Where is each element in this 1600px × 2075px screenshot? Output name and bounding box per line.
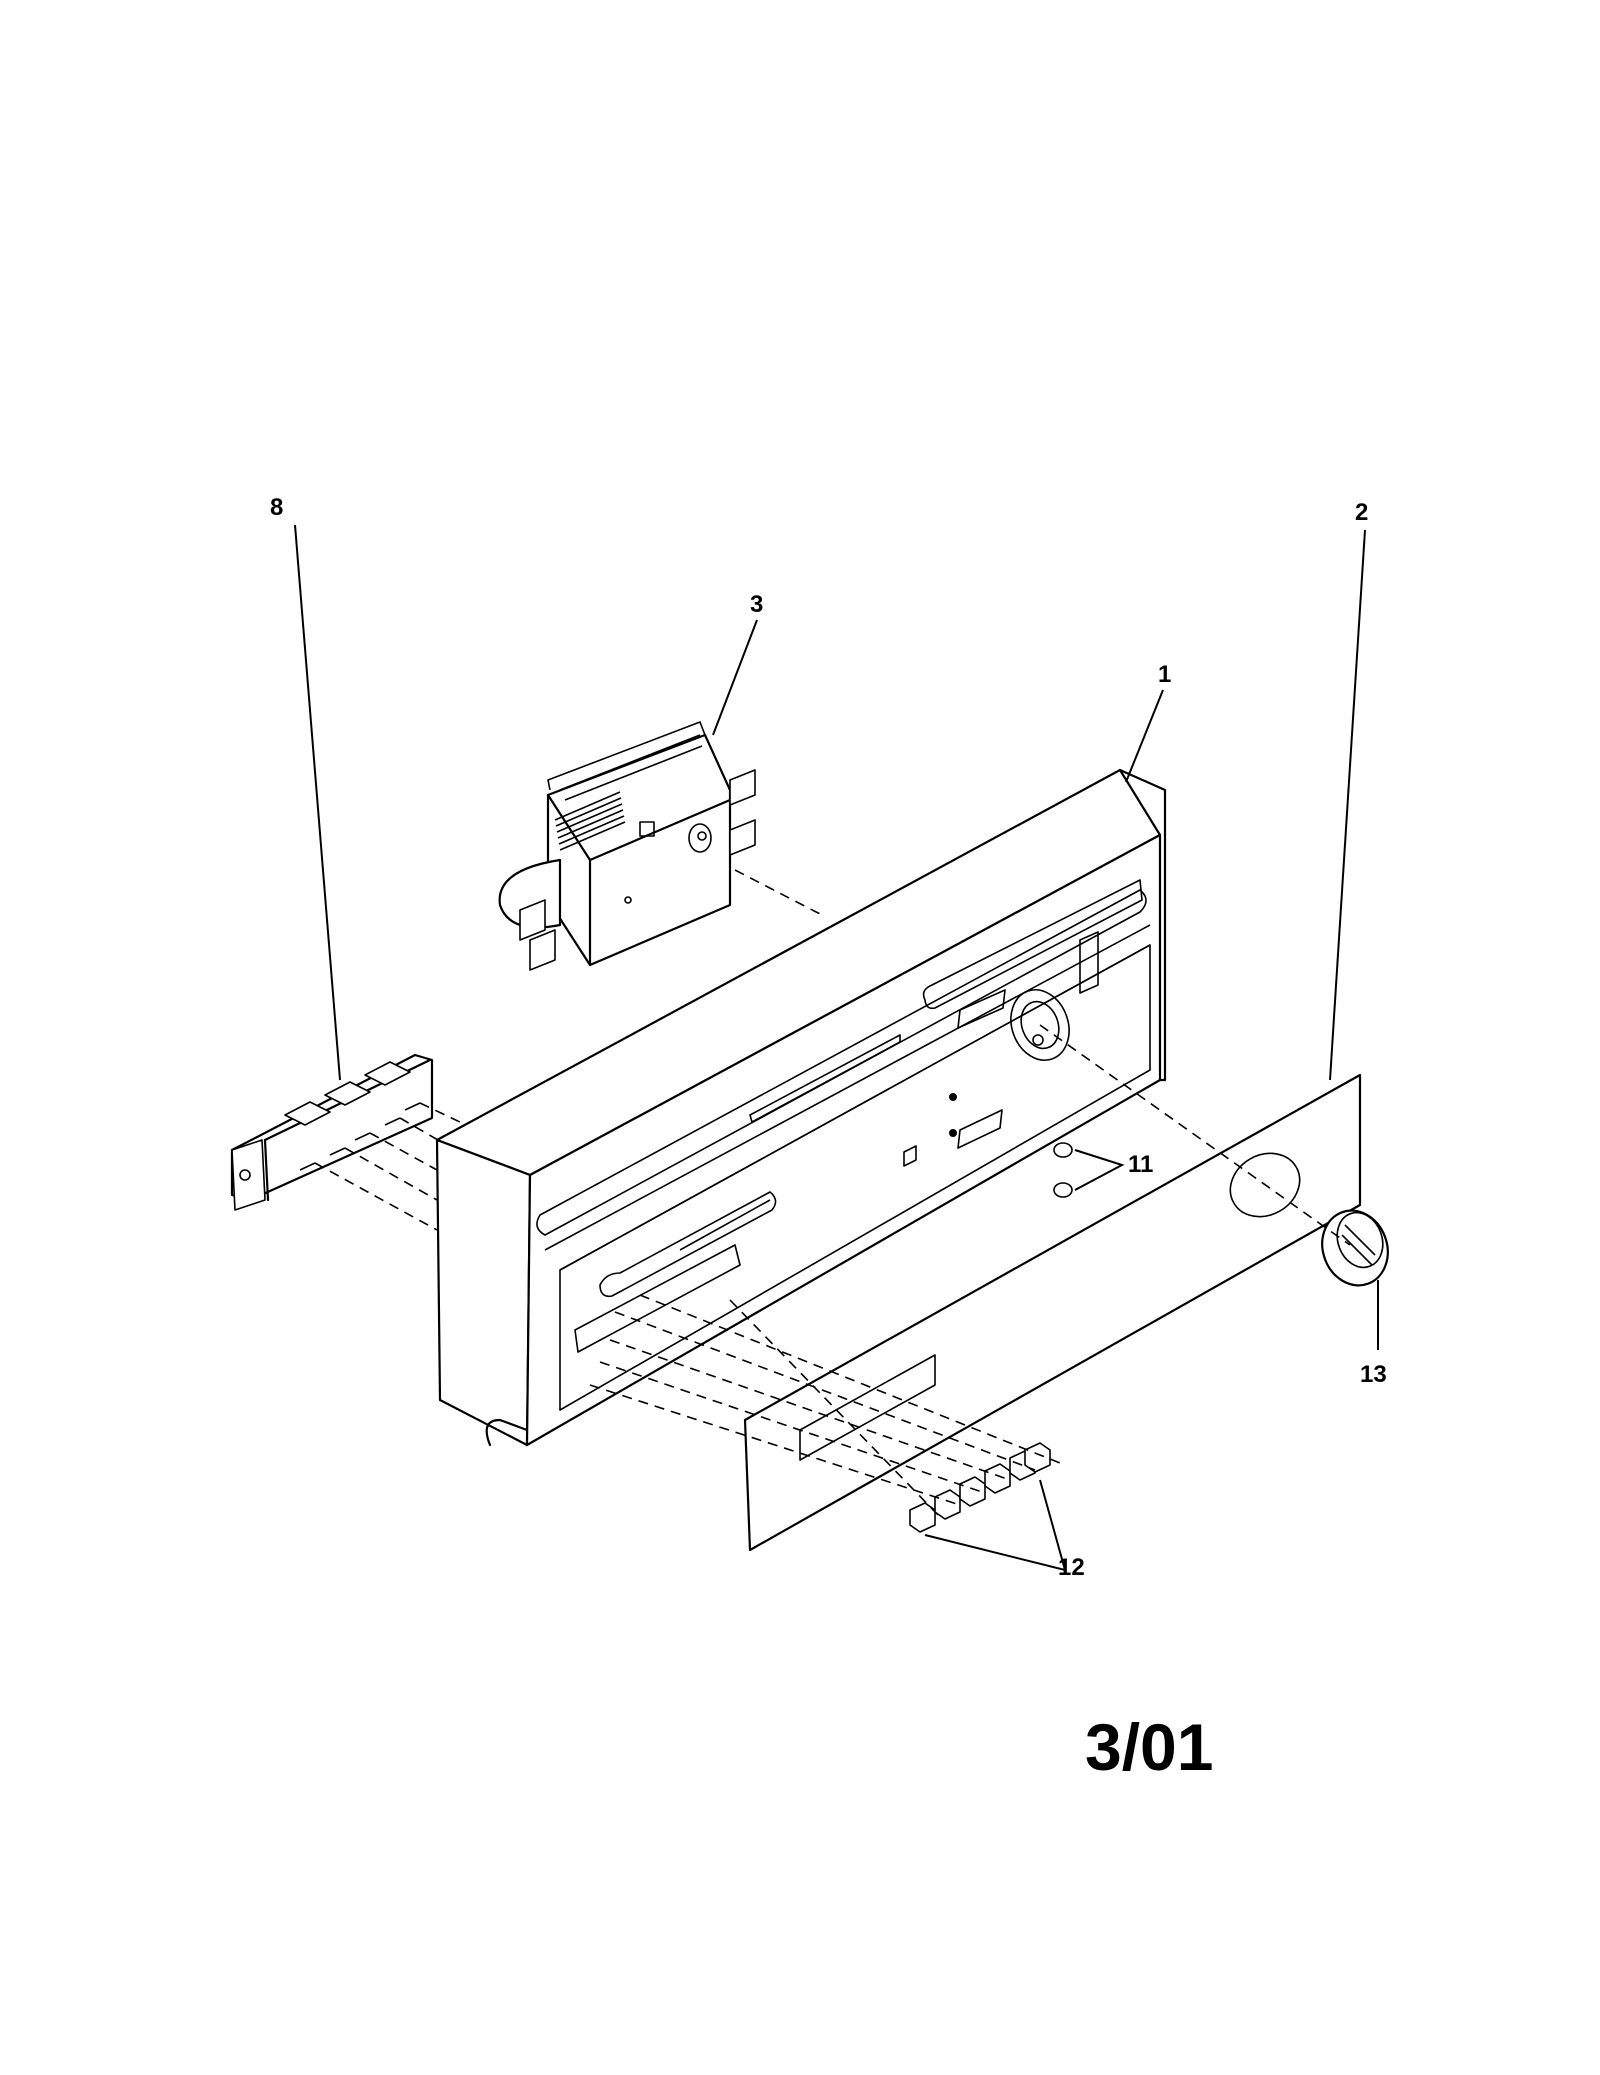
part-8-switch-block: [230, 1053, 434, 1211]
part-12-push-buttons: [909, 1442, 1051, 1533]
revision-date: 3/01: [1085, 1710, 1213, 1784]
assembly-lines: [314, 869, 1351, 1518]
callout-3: 3: [750, 591, 763, 618]
part-3-timer: [498, 721, 756, 971]
part-2-faceplate: [743, 1073, 1362, 1552]
callout-1: 1: [1158, 661, 1171, 688]
callout-2: 2: [1355, 499, 1368, 526]
part-11-buttons: [1053, 1142, 1073, 1198]
callout-12: 12: [1058, 1554, 1085, 1581]
leader-lines: [294, 524, 1379, 1572]
part-13-knob: [1321, 1209, 1389, 1287]
callout-13: 13: [1360, 1361, 1387, 1388]
callout-11: 11: [1128, 1151, 1153, 1178]
part-1-control-panel: [435, 768, 1167, 1447]
callout-8: 8: [270, 494, 283, 521]
